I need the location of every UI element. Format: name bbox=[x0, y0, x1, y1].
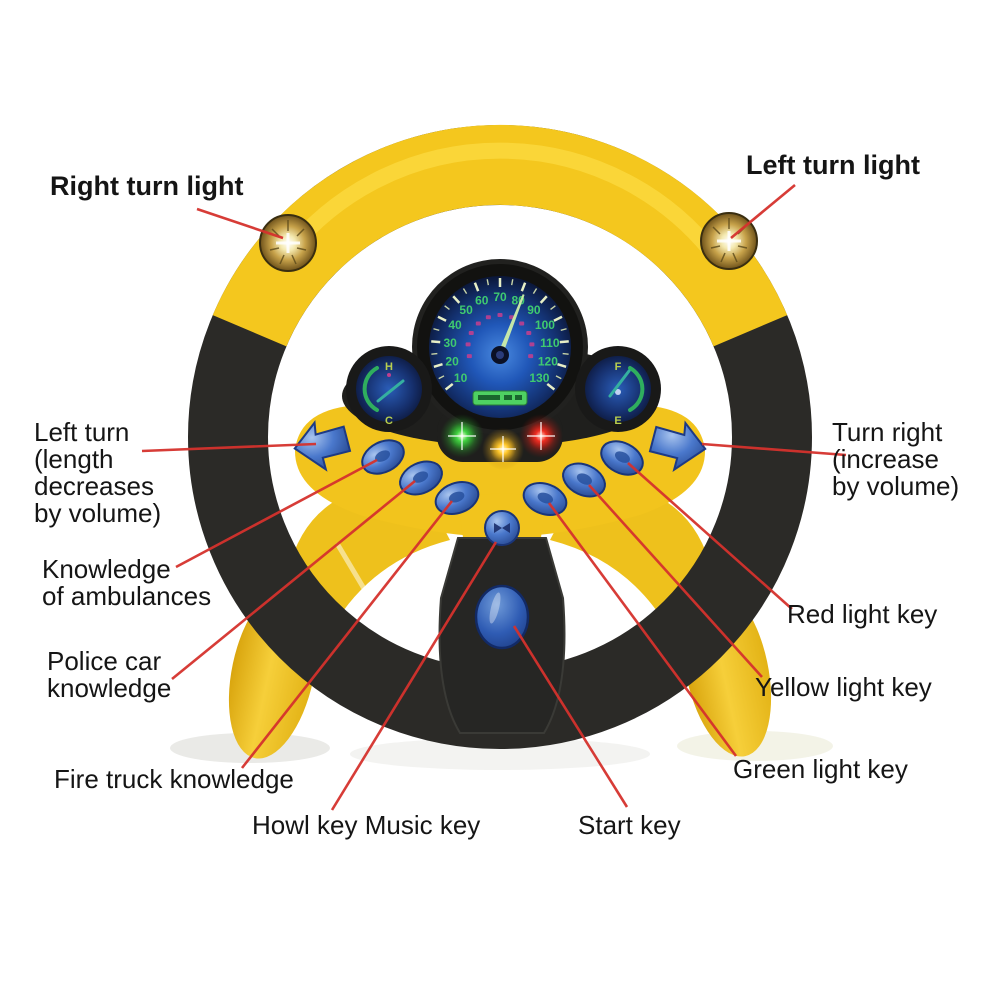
svg-text:110: 110 bbox=[540, 336, 560, 350]
svg-text:20: 20 bbox=[445, 354, 459, 368]
callout-line-ambulance bbox=[175, 458, 378, 569]
svg-text:100: 100 bbox=[535, 318, 555, 332]
gauge-full-label: F bbox=[615, 361, 622, 373]
label-police: Police car knowledge bbox=[47, 646, 172, 703]
left-turn-lamp bbox=[700, 212, 758, 270]
yellow-light bbox=[482, 428, 524, 470]
callout-line-howl bbox=[330, 541, 498, 811]
fire-truck-sound-button[interactable] bbox=[431, 476, 483, 519]
gauge-hot-label: H bbox=[385, 361, 393, 373]
callout-line-left-turn bbox=[141, 442, 317, 453]
svg-text:120: 120 bbox=[538, 354, 558, 368]
callout-line-green-key bbox=[547, 502, 738, 757]
red-light bbox=[519, 414, 563, 458]
label-green-key: Green light key bbox=[733, 754, 908, 784]
svg-text:30: 30 bbox=[443, 336, 457, 350]
callout-line-turn-right bbox=[701, 442, 847, 457]
green-light-button[interactable] bbox=[519, 477, 571, 520]
speedometer-needle bbox=[495, 294, 525, 361]
svg-text:90: 90 bbox=[527, 303, 541, 317]
gauge-fuel: F E bbox=[575, 346, 661, 432]
label-left-turn-volume: Left turn (length decreases by volume) bbox=[34, 417, 162, 528]
ambulance-sound-button[interactable] bbox=[357, 434, 410, 481]
green-light bbox=[440, 414, 484, 458]
label-turn-right-volume: Turn right (increase by volume) bbox=[832, 417, 960, 501]
callout-line-police bbox=[171, 479, 416, 681]
gauge-temperature: H C bbox=[346, 346, 432, 432]
speedometer-lcd bbox=[472, 390, 528, 406]
svg-text:10: 10 bbox=[454, 371, 468, 385]
rim-glare bbox=[335, 542, 369, 595]
right-arrow-button[interactable] bbox=[648, 418, 710, 475]
label-fire: Fire truck knowledge bbox=[54, 764, 294, 794]
howl-music-button[interactable] bbox=[484, 510, 520, 546]
start-knob[interactable] bbox=[474, 584, 530, 650]
svg-text:70: 70 bbox=[493, 290, 507, 304]
shadow-center bbox=[350, 738, 650, 770]
gauge-cold-label: C bbox=[385, 415, 393, 427]
gauge-empty-label: E bbox=[614, 415, 621, 427]
callout-line-start bbox=[512, 625, 629, 808]
svg-text:40: 40 bbox=[448, 318, 462, 332]
yellow-light-button[interactable] bbox=[558, 457, 611, 503]
callout-lines bbox=[141, 183, 847, 811]
label-start: Start key bbox=[578, 810, 681, 840]
left-arrow-button[interactable] bbox=[291, 417, 353, 474]
callout-line-red-key bbox=[627, 462, 793, 610]
callout-line-fire bbox=[240, 500, 454, 769]
label-left-turn-light: Left turn light bbox=[746, 150, 920, 180]
right-turn-lamp bbox=[259, 214, 317, 272]
label-right-turn-light: Right turn light bbox=[50, 171, 244, 201]
callout-line-left-turn-light bbox=[730, 183, 796, 240]
callout-line-right-turn-light bbox=[196, 207, 284, 240]
svg-text:130: 130 bbox=[529, 371, 549, 385]
label-howl-music: Howl key Music key bbox=[252, 810, 481, 840]
dashboard-base bbox=[294, 405, 706, 537]
label-yellow-key: Yellow light key bbox=[755, 672, 932, 702]
label-ambulance: Knowledge of ambulances bbox=[42, 554, 212, 611]
svg-text:50: 50 bbox=[459, 303, 473, 317]
label-red-key: Red light key bbox=[787, 599, 938, 629]
callout-line-yellow-key bbox=[588, 484, 763, 678]
svg-text:60: 60 bbox=[475, 293, 489, 307]
rim-highlight bbox=[278, 142, 722, 261]
